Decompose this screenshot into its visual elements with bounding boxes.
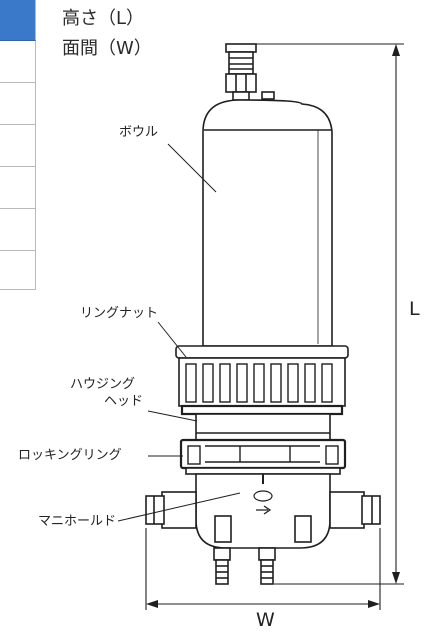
housing-head-label-line2: ヘッド	[104, 394, 144, 409]
right-port-end	[361, 495, 381, 525]
table-row	[0, 125, 36, 167]
table-header-cell	[0, 0, 36, 41]
manifold-label: マニホールド	[38, 514, 117, 529]
left-port-end	[145, 495, 165, 525]
width-dimension-label: W	[256, 609, 275, 631]
table-row	[0, 167, 36, 209]
ring-nut-top	[175, 345, 349, 359]
bottom-port-left	[213, 547, 231, 561]
table-row	[0, 209, 36, 251]
top-fitting-cap	[225, 43, 257, 53]
ring-nut-bottom-band	[180, 404, 344, 416]
height-spec-label: 高さ（L）	[62, 8, 145, 29]
locking-ring-label: ロッキングリング	[18, 448, 122, 463]
top-fitting-body	[228, 51, 254, 75]
table-row	[0, 251, 36, 290]
table-row	[0, 83, 36, 125]
table-row	[0, 41, 36, 83]
housing-head-label-line1: ハウジング	[70, 377, 136, 392]
ring-nut-label: リングナット	[80, 306, 159, 321]
ring-nut-leader	[157, 321, 187, 358]
housing-head-leader	[147, 410, 198, 422]
right-port	[329, 491, 365, 529]
spec-table-fragment	[0, 0, 36, 290]
manifold-leader	[117, 492, 241, 522]
length-dimension-label: L	[409, 298, 420, 320]
width-spec-label: 面間（W）	[62, 38, 152, 59]
bottom-port-right	[258, 547, 276, 561]
housing-head	[195, 413, 331, 441]
top-fitting-nut	[225, 73, 257, 93]
bowl-leader	[167, 143, 217, 193]
locking-ring	[179, 438, 347, 470]
bowl-body	[202, 99, 333, 347]
bowl-label: ボウル	[119, 125, 159, 140]
